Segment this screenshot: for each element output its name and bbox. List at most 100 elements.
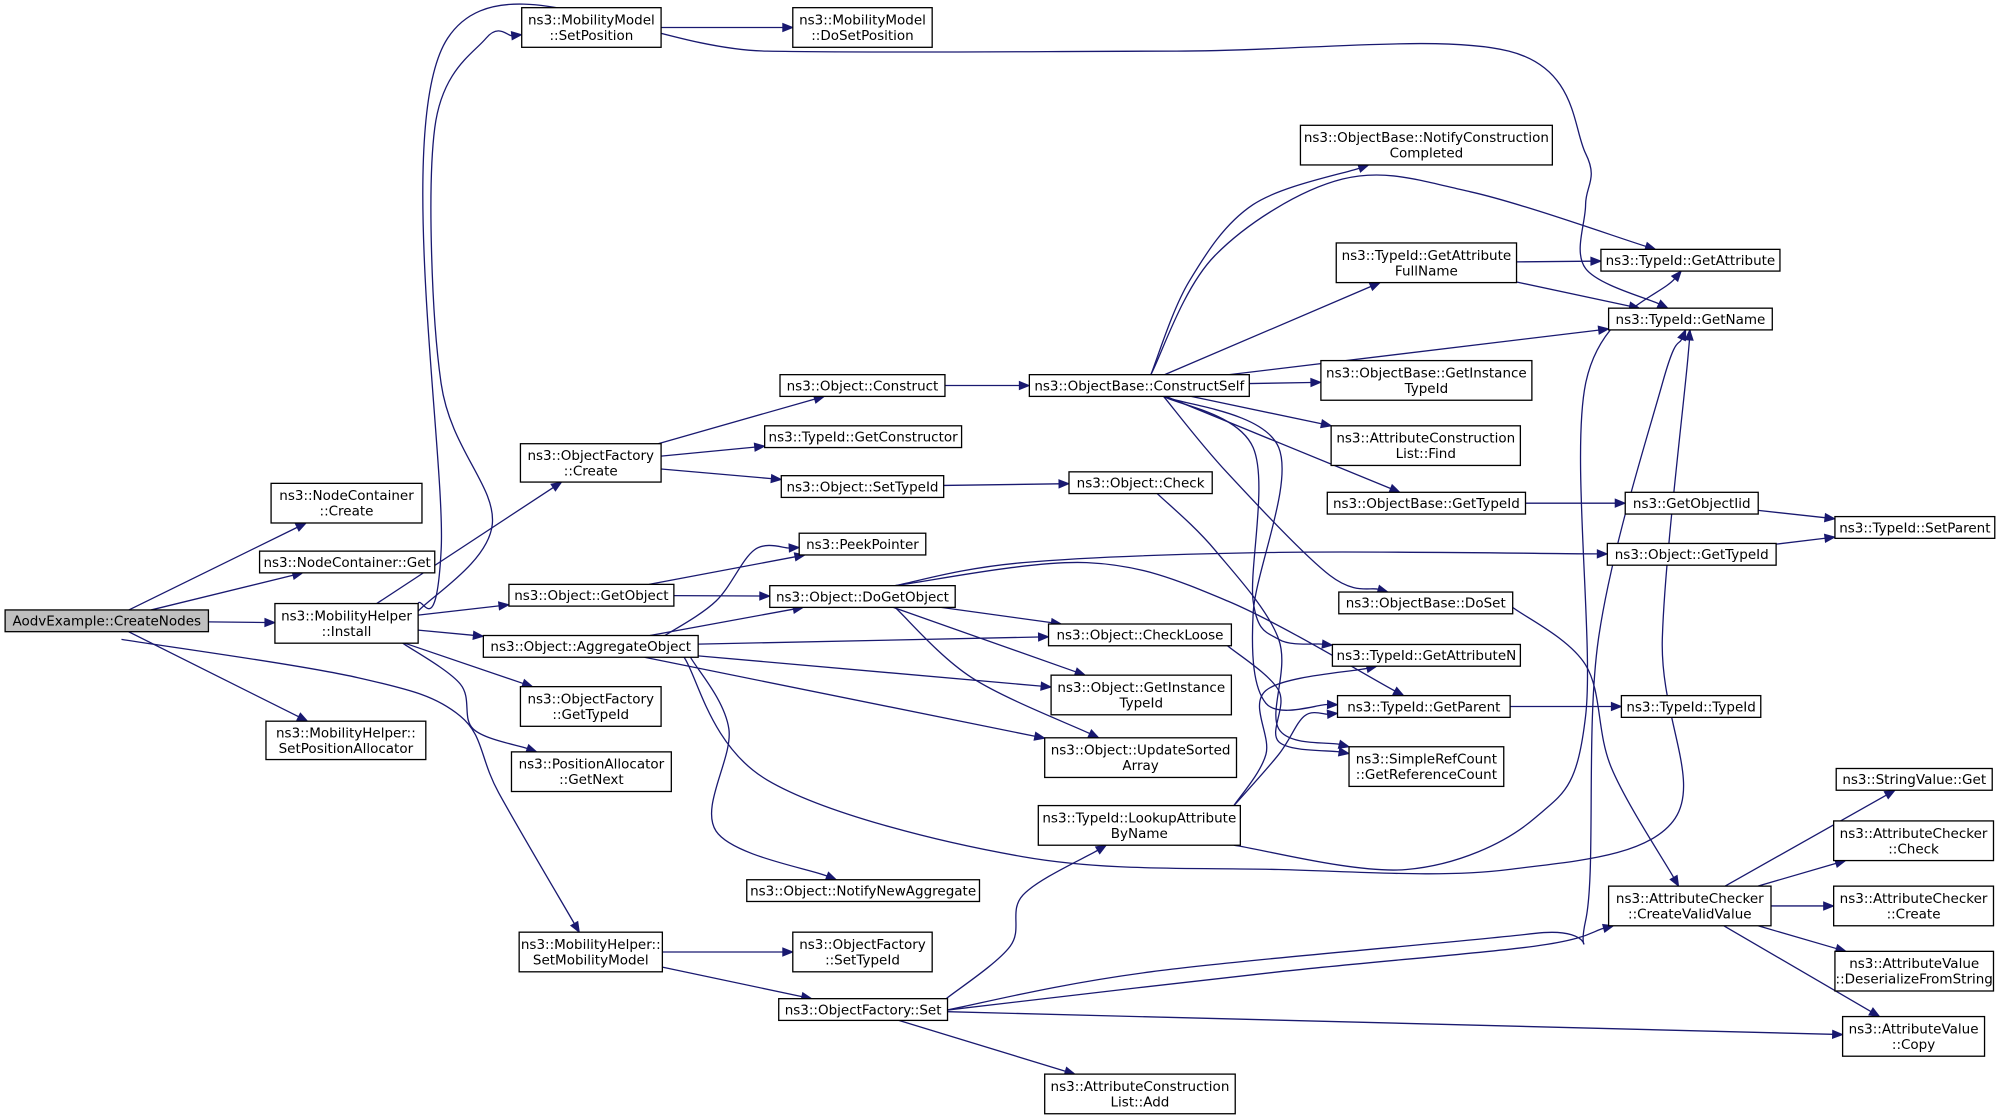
- node-o_gettypeid[interactable]: ns3::Object::GetTypeId: [1606, 542, 1777, 566]
- arrowhead: [1597, 325, 1610, 335]
- node-ob_cself[interactable]: ns3::ObjectBase::ConstructSelf: [1028, 374, 1250, 398]
- node-t_getattr[interactable]: ns3::TypeId::GetAttribute: [1600, 248, 1781, 272]
- arrowhead: [1310, 377, 1323, 388]
- edge-t_getparent-to-t_typeid: [1510, 701, 1623, 712]
- node-root[interactable]: AodvExample::CreateNodes: [4, 609, 210, 633]
- edge-mh_install-to-of_create: [376, 481, 563, 605]
- node-label: ns3::ObjectBase::GetTypeId: [1333, 496, 1520, 512]
- edge-of_set-to-t_lookup: [945, 844, 1108, 1000]
- node-o_settypeid[interactable]: ns3::Object::SetTypeId: [780, 475, 945, 499]
- node-label: ns3::AttributeValue: [1849, 1021, 1979, 1037]
- node-t_getparent[interactable]: ns3::TypeId::GetParent: [1336, 694, 1511, 719]
- node-label: ns3::TypeId::LookupAttribute: [1042, 810, 1236, 826]
- node-av_copy[interactable]: ns3::AttributeValue::Copy: [1841, 1015, 1986, 1057]
- arrowhead: [759, 591, 772, 601]
- node-mh_install[interactable]: ns3::MobilityHelper::Install: [274, 602, 419, 644]
- node-mh_smm[interactable]: ns3::MobilityHelper::SetMobilityModel: [518, 931, 664, 973]
- edge-t_lookup-to-t_getattr: [1233, 270, 1683, 871]
- node-ob_ncc[interactable]: ns3::ObjectBase::NotifyConstructionCompl…: [1299, 124, 1553, 166]
- node-box: [518, 931, 664, 973]
- edge-o_aggregate-to-o_dogetobject: [649, 604, 805, 637]
- edge-mh_smm-to-of_set: [662, 966, 813, 1002]
- node-label: SetPositionAllocator: [279, 741, 414, 757]
- node-label: ns3::ObjectBase::ConstructSelf: [1034, 378, 1245, 394]
- node-of_create[interactable]: ns3::ObjectFactory::Create: [519, 443, 662, 483]
- node-o_getobject[interactable]: ns3::Object::GetObject: [508, 583, 675, 607]
- node-o_notify[interactable]: ns3::Object::NotifyNewAggregate: [746, 879, 981, 903]
- node-label: SetMobilityModel: [533, 953, 649, 969]
- node-ob_doset[interactable]: ns3::ObjectBase::DoSet: [1338, 591, 1514, 615]
- node-label: ::GetNext: [559, 772, 624, 788]
- node-box: [1326, 491, 1527, 515]
- node-ob_gettypeid[interactable]: ns3::ObjectBase::GetTypeId: [1326, 491, 1527, 515]
- arrowhead: [770, 473, 783, 484]
- arrowhead: [1087, 729, 1100, 739]
- node-sv_get[interactable]: ns3::StringValue::Get: [1835, 767, 1993, 791]
- edge-root-to-mh_smm: [121, 638, 580, 934]
- edge-o_dogetobject-to-o_gettypeid: [894, 549, 1609, 587]
- node-box: [792, 931, 933, 973]
- node-o_dogetobject[interactable]: ns3::Object::DoGetObject: [769, 584, 956, 609]
- node-label: ns3::AttributeChecker: [1840, 891, 1988, 907]
- node-of_settypeid[interactable]: ns3::ObjectFactory::SetTypeId: [792, 931, 933, 973]
- node-ac_check[interactable]: ns3::AttributeChecker::Check: [1833, 820, 1995, 862]
- node-peekptr[interactable]: ns3::PeekPointer: [798, 532, 927, 556]
- node-av_dfs[interactable]: ns3::AttributeValue::DeserializeFromStri…: [1834, 950, 1995, 992]
- arrowhead: [264, 617, 277, 628]
- arrowhead: [1018, 380, 1031, 391]
- node-label: ns3::AttributeChecker: [1840, 826, 1988, 842]
- node-box: [1330, 425, 1522, 467]
- node-label: ::Install: [322, 624, 372, 640]
- node-o_construct[interactable]: ns3::Object::Construct: [779, 374, 946, 398]
- node-box: [1320, 359, 1533, 401]
- node-nc_get[interactable]: ns3::NodeContainer::Get: [258, 550, 436, 574]
- node-pa_getnext[interactable]: ns3::PositionAllocator::GetNext: [510, 751, 672, 793]
- node-t_getattrn[interactable]: ns3::TypeId::GetAttributeN: [1331, 643, 1522, 667]
- node-label: Array: [1122, 758, 1158, 774]
- node-t_typeid[interactable]: ns3::TypeId::TypeId: [1620, 694, 1762, 719]
- edge-of_set-to-ac_cvv: [946, 923, 1615, 1011]
- node-mh_spa[interactable]: ns3::MobilityHelper::SetPositionAllocato…: [265, 720, 427, 761]
- node-o_check[interactable]: ns3::Object::Check: [1068, 471, 1213, 495]
- edge-ob_cself-to-ob_getinst: [1249, 377, 1323, 388]
- node-o_aggregate[interactable]: ns3::Object::AggregateObject: [482, 634, 699, 658]
- node-label: ByName: [1111, 826, 1168, 842]
- node-mm_dosetpos[interactable]: ns3::MobilityModel::DoSetPosition: [792, 7, 933, 48]
- node-src_getref[interactable]: ns3::SimpleRefCount::GetReferenceCount: [1348, 746, 1505, 788]
- node-t_setparent[interactable]: ns3::TypeId::SetParent: [1834, 515, 1996, 539]
- node-label: ns3::TypeId::SetParent: [1839, 520, 1990, 536]
- node-label: ns3::Object::CheckLoose: [1056, 628, 1223, 644]
- node-box: [1068, 471, 1213, 495]
- node-label: ns3::Object::AggregateObject: [490, 639, 691, 655]
- node-label: TypeId: [1404, 381, 1449, 397]
- edge-ob_cself-to-t_getparent: [1163, 395, 1339, 711]
- node-label: ns3::TypeId::TypeId: [1626, 699, 1756, 715]
- edge-of_set-to-av_copy: [947, 1011, 1844, 1040]
- node-o_checkloose[interactable]: ns3::Object::CheckLoose: [1047, 623, 1233, 647]
- edge-o_aggregate-to-peekptr: [664, 543, 801, 637]
- edge-t_getattrfull-to-t_getname: [1516, 281, 1641, 311]
- node-ac_create[interactable]: ns3::AttributeChecker::Create: [1833, 885, 1995, 927]
- node-getobjectiid[interactable]: ns3::GetObjectIid: [1624, 491, 1759, 515]
- node-label: ns3::ObjectFactory: [799, 937, 926, 953]
- node-t_getctor[interactable]: ns3::TypeId::GetConstructor: [764, 425, 963, 449]
- node-t_getname[interactable]: ns3::TypeId::GetName: [1607, 307, 1773, 331]
- node-box: [1606, 542, 1777, 566]
- node-ac_cvv[interactable]: ns3::AttributeChecker::CreateValidValue: [1607, 885, 1772, 927]
- node-of_set[interactable]: ns3::ObjectFactory::Set: [778, 998, 949, 1022]
- edge-o_aggregate-to-o_checkloose: [698, 632, 1050, 645]
- node-box: [1028, 374, 1250, 398]
- node-mm_setpos[interactable]: ns3::MobilityModel::SetPosition: [521, 7, 662, 48]
- node-nc_create[interactable]: ns3::NodeContainer::Create: [270, 482, 423, 524]
- edge-o_getobject-to-o_dogetobject: [673, 591, 772, 601]
- node-label: ::DoSetPosition: [811, 28, 913, 44]
- node-of_gettypeid[interactable]: ns3::ObjectFactory::GetTypeId: [519, 686, 662, 727]
